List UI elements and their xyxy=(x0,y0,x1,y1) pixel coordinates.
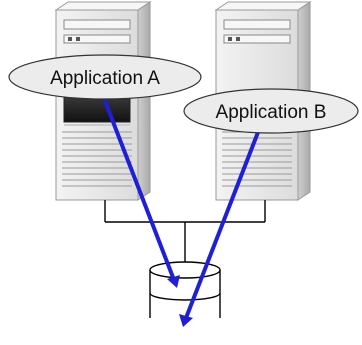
app-b-label: Application B xyxy=(216,102,327,123)
label-bubble-app-a: Application A xyxy=(8,54,202,100)
storage-icon xyxy=(149,261,221,318)
connection-lines xyxy=(104,200,266,262)
server-left-icon xyxy=(54,1,152,201)
arrow-app-a-to-storage xyxy=(98,87,180,288)
label-bubble-app-b: Application B xyxy=(183,88,359,134)
server-right-icon xyxy=(214,1,312,201)
arrow-app-b-to-storage xyxy=(179,121,264,327)
app-a-label: Application A xyxy=(50,68,160,89)
